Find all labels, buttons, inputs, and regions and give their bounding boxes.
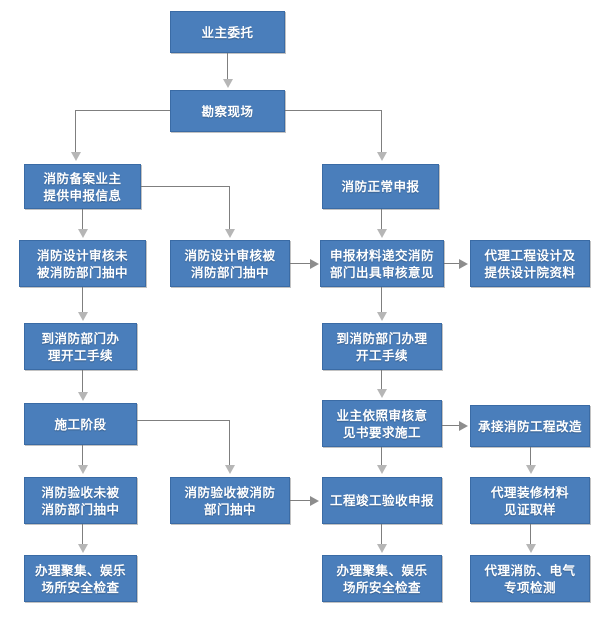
- connector-n11-n15-v: [229, 420, 230, 467]
- node-undertake-fire-renovation[interactable]: 承接消防工程改造: [470, 405, 590, 447]
- connector-n5-n9: [82, 287, 83, 314]
- connector-n12-n13: [442, 425, 461, 426]
- connector-n10-n12: [381, 370, 382, 392]
- connector-n3-n5: [82, 209, 83, 231]
- node-safety-check-left[interactable]: 办理聚集、娱乐 场所安全检查: [24, 555, 137, 602]
- connector-n13-n17: [530, 447, 531, 468]
- arrowhead-n11-n15: [225, 465, 235, 474]
- connector-n17-n20: [530, 524, 531, 546]
- arrowhead-n11-n14: [78, 465, 88, 474]
- node-submit-materials-opinion[interactable]: 申报材料递交消防 部门出具审核意见: [320, 240, 444, 287]
- connector-n3-n6-v: [229, 186, 230, 231]
- node-owner-construct-per-opinion[interactable]: 业主依照审核意 见书要求施工: [322, 400, 442, 447]
- connector-n4-n7: [381, 209, 382, 231]
- connector-n2-right: [285, 110, 381, 111]
- connector-n2-right-down: [381, 110, 382, 154]
- arrowhead-n2-n3: [71, 152, 81, 161]
- node-design-review-selected[interactable]: 消防设计审核被 消防部门抽中: [170, 240, 290, 287]
- node-agent-material-sampling[interactable]: 代理装修材料 见证取样: [470, 477, 590, 524]
- arrowhead-n7-n8: [459, 259, 468, 269]
- node-fire-record-owner-info[interactable]: 消防备案业主 提供申报信息: [24, 164, 141, 209]
- node-construction-stage[interactable]: 施工阶段: [24, 403, 137, 445]
- connector-n6-n7: [290, 263, 312, 264]
- arrowhead-n4-n7: [377, 229, 387, 238]
- node-agent-design-institute[interactable]: 代理工程设计及 提供设计院资料: [470, 240, 590, 287]
- connector-n3-n6-h: [141, 186, 229, 187]
- arrowhead-n16-n19: [377, 544, 387, 553]
- connector-n7-n8: [444, 263, 461, 264]
- arrowhead-n2-n4: [377, 152, 387, 161]
- connector-n15-n16: [290, 500, 312, 501]
- arrowhead-n12-n16: [377, 465, 387, 474]
- node-acceptance-selected[interactable]: 消防验收被消防 部门抽中: [170, 477, 290, 524]
- arrowhead-n15-n16: [310, 496, 319, 506]
- node-agent-fire-electrical-test[interactable]: 代理消防、电气 专项检测: [470, 555, 590, 602]
- node-start-work-procedures-left[interactable]: 到消防部门办 理开工手续: [24, 323, 137, 370]
- connector-n7-n10: [381, 287, 382, 314]
- node-fire-normal-declaration[interactable]: 消防正常申报: [322, 164, 439, 209]
- node-acceptance-not-selected[interactable]: 消防验收未被 消防部门抽中: [24, 477, 137, 524]
- arrowhead-n17-n20: [526, 544, 536, 553]
- arrowhead-n14-n18: [78, 544, 88, 553]
- arrowhead-n7-n10: [377, 312, 387, 321]
- arrowhead-n10-n12: [377, 389, 387, 398]
- connector-n11-n14: [82, 445, 83, 467]
- connector-n11-n15-h: [137, 420, 229, 421]
- node-site-survey[interactable]: 勘察现场: [170, 90, 285, 132]
- node-completion-acceptance-decl[interactable]: 工程竣工验收申报: [322, 477, 442, 524]
- arrowhead-n5-n9: [78, 312, 88, 321]
- arrowhead-n9-n11: [78, 392, 88, 401]
- connector-n2-left-down: [75, 110, 76, 154]
- node-owner-commission[interactable]: 业主委托: [170, 11, 285, 53]
- arrowhead-n13-n17: [526, 465, 536, 474]
- arrowhead-n1-n2: [223, 79, 233, 88]
- node-design-review-not-selected[interactable]: 消防设计审核未 被消防部门抽中: [19, 240, 146, 287]
- arrowhead-n6-n7: [310, 259, 319, 269]
- connector-n16-n19: [381, 524, 382, 546]
- node-safety-check-middle[interactable]: 办理聚集、娱乐 场所安全检查: [322, 555, 442, 602]
- connector-n12-n16: [381, 447, 382, 468]
- connector-n1-n2: [227, 53, 228, 81]
- arrowhead-n3-n5: [78, 229, 88, 238]
- connector-n14-n18: [82, 524, 83, 546]
- arrowhead-n12-n13: [459, 421, 468, 431]
- connector-n2-left: [75, 110, 171, 111]
- connector-n9-n11: [82, 370, 83, 394]
- arrowhead-n3-n6: [225, 229, 235, 238]
- node-start-work-procedures-right[interactable]: 到消防部门办理 开工手续: [322, 323, 442, 370]
